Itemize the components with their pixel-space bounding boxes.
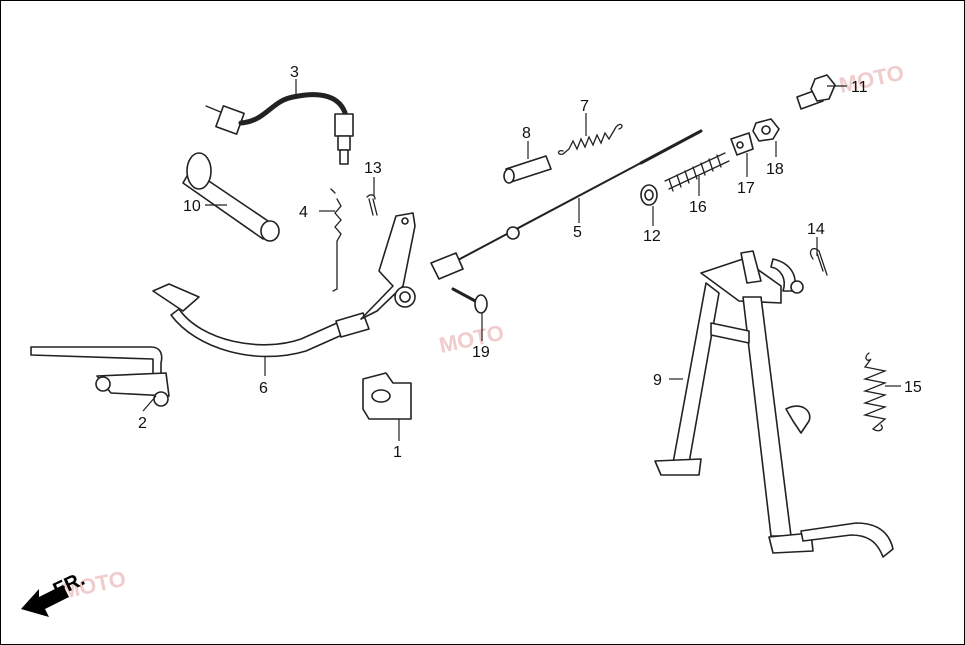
label-part-2: 2 [138, 415, 147, 432]
label-part-13: 13 [364, 160, 382, 177]
label-part-15: 15 [904, 379, 922, 396]
part-16-spring [664, 152, 730, 192]
part-6-brake-pedal [152, 212, 416, 358]
part-1-bracket [362, 372, 412, 420]
label-part-11: 11 [851, 79, 868, 96]
part-19-pin [451, 287, 488, 314]
part-5-brake-rod [430, 129, 703, 280]
part-8-tube [503, 155, 552, 184]
label-part-19: 19 [472, 344, 490, 361]
part-18-nut [752, 118, 780, 142]
label-part-3: 3 [290, 64, 299, 81]
label-part-7: 7 [580, 98, 589, 115]
part-2-brake-rod [30, 346, 170, 407]
part-13-cotter-pin [366, 194, 378, 216]
part-14-cotter-pin [809, 247, 828, 276]
part-15-spring [862, 352, 888, 432]
label-part-14: 14 [807, 221, 825, 238]
part-7-spring [557, 123, 623, 156]
front-direction-indicator: FR. [21, 568, 88, 617]
part-12-washer [640, 184, 658, 206]
watermark-logo-top-right: MOTO [837, 60, 906, 98]
part-4-spring [330, 188, 342, 292]
label-part-17: 17 [737, 180, 755, 197]
part-3-switch-wire [205, 92, 354, 165]
label-part-9: 9 [653, 372, 662, 389]
front-arrow-icon [21, 585, 69, 617]
label-part-1: 1 [393, 444, 402, 461]
label-part-16: 16 [689, 199, 707, 216]
part-9-main-stand [654, 250, 894, 558]
label-part-4: 4 [299, 204, 308, 221]
label-part-10: 10 [183, 198, 201, 215]
part-10-pivot-pipe [182, 152, 280, 242]
label-part-8: 8 [522, 125, 531, 142]
leader-lines [142, 79, 901, 441]
part-17-joint [730, 132, 754, 156]
label-part-5: 5 [573, 224, 582, 241]
label-part-18: 18 [766, 161, 784, 178]
svg-text:MOTO: MOTO [837, 60, 906, 98]
label-part-12: 12 [643, 228, 661, 245]
part-11-bolt [796, 74, 836, 110]
label-part-6: 6 [259, 380, 268, 397]
